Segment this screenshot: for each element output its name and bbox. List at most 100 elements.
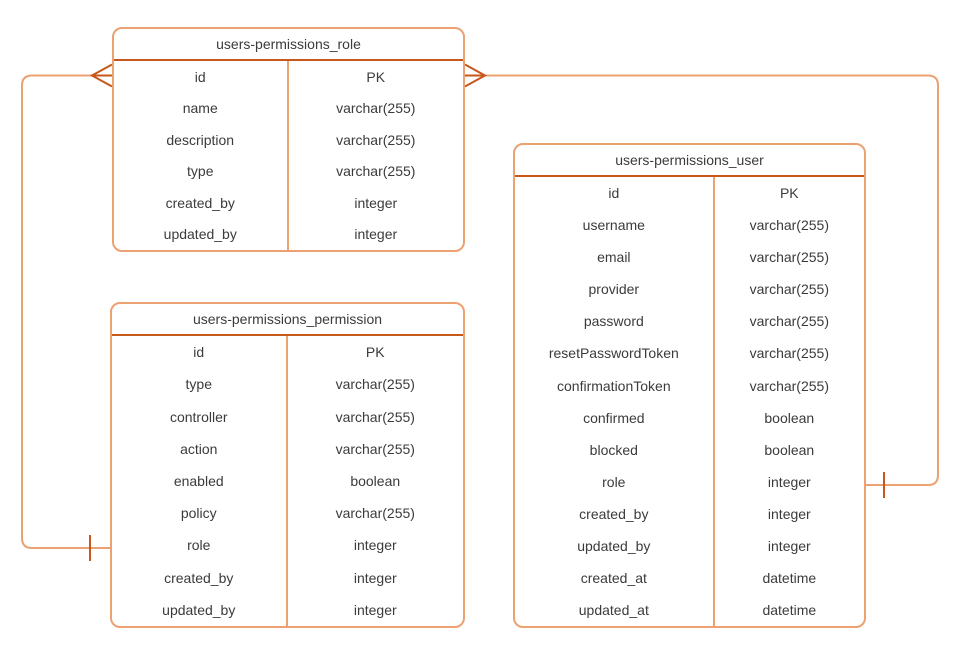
entity-field-list: id PK name varchar(255) description varc… bbox=[114, 61, 463, 250]
field-name-cell: type bbox=[112, 368, 288, 401]
field-type-cell: integer bbox=[767, 473, 811, 490]
field-type-cell: varchar(255) bbox=[335, 505, 415, 522]
field-type-cell: integer bbox=[354, 194, 398, 211]
field-type-cell: boolean bbox=[764, 409, 815, 426]
field-name-cell: type bbox=[114, 155, 289, 187]
field-row: confirmationToken varchar(255) bbox=[515, 369, 864, 402]
relationship-role-user-line[interactable] bbox=[485, 74, 939, 486]
field-name-cell: created_by bbox=[112, 561, 288, 594]
field-type-cell: varchar(255) bbox=[335, 440, 415, 457]
field-row: name varchar(255) bbox=[114, 92, 463, 124]
field-type-cell: integer bbox=[354, 226, 398, 243]
field-name-cell: action bbox=[112, 432, 288, 465]
field-name-cell: description bbox=[114, 124, 289, 156]
field-row: id PK bbox=[114, 61, 463, 93]
field-type-cell: varchar(255) bbox=[336, 100, 416, 117]
field-type-cell: boolean bbox=[764, 441, 815, 458]
relationship-role-permission-line[interactable] bbox=[21, 74, 110, 549]
field-row: provider varchar(255) bbox=[515, 273, 864, 306]
entity-users-permissions-user[interactable]: users-permissions_user id PK username va… bbox=[513, 143, 866, 628]
field-name-cell: role bbox=[515, 465, 715, 498]
field-name-cell: updated_at bbox=[515, 594, 715, 626]
field-row: action varchar(255) bbox=[112, 432, 463, 465]
field-name-cell: created_at bbox=[515, 561, 715, 595]
field-name-cell: id bbox=[112, 336, 288, 369]
entity-users-permissions-role[interactable]: users-permissions_role id PK name varcha… bbox=[112, 27, 465, 252]
entity-title: users-permissions_user bbox=[515, 145, 864, 177]
field-name-cell: id bbox=[114, 61, 289, 93]
field-name-cell: controller bbox=[112, 400, 288, 433]
field-row: username varchar(255) bbox=[515, 209, 864, 242]
field-name-cell: username bbox=[515, 209, 715, 242]
field-name-cell: id bbox=[515, 177, 715, 210]
field-row: id PK bbox=[515, 177, 864, 210]
field-row: updated_by integer bbox=[112, 593, 463, 626]
entity-title: users-permissions_role bbox=[114, 29, 463, 61]
field-type-cell: integer bbox=[353, 601, 397, 618]
field-row: role integer bbox=[112, 529, 463, 562]
field-name-cell: blocked bbox=[515, 433, 715, 466]
field-type-cell: varchar(255) bbox=[335, 376, 415, 393]
field-type-cell: varchar(255) bbox=[749, 281, 829, 298]
field-type-cell: integer bbox=[767, 505, 811, 522]
field-type-cell: varchar(255) bbox=[749, 249, 829, 266]
field-type-cell: varchar(255) bbox=[749, 313, 829, 330]
field-row: type varchar(255) bbox=[112, 368, 463, 401]
field-type-cell: PK bbox=[779, 185, 799, 202]
field-row: confirmed boolean bbox=[515, 401, 864, 434]
field-type-cell: integer bbox=[767, 537, 811, 554]
entity-users-permissions-permission[interactable]: users-permissions_permission id PK type … bbox=[110, 302, 465, 628]
field-name-cell: updated_by bbox=[515, 529, 715, 562]
field-name-cell: confirmed bbox=[515, 401, 715, 434]
field-type-cell: varchar(255) bbox=[749, 345, 829, 362]
field-name-cell: created_by bbox=[114, 187, 289, 219]
field-type-cell: integer bbox=[353, 569, 397, 586]
field-row: created_by integer bbox=[114, 187, 463, 219]
field-name-cell: provider bbox=[515, 273, 715, 306]
field-name-cell: created_by bbox=[515, 497, 715, 530]
field-type-cell: datetime bbox=[762, 602, 817, 619]
field-row: created_at datetime bbox=[515, 561, 864, 595]
field-row: created_by integer bbox=[112, 561, 463, 594]
field-row: updated_at datetime bbox=[515, 594, 864, 626]
field-type-cell: varchar(255) bbox=[335, 408, 415, 425]
field-row: policy varchar(255) bbox=[112, 497, 463, 530]
field-row: controller varchar(255) bbox=[112, 400, 463, 433]
entity-title: users-permissions_permission bbox=[112, 304, 463, 336]
field-name-cell: updated_by bbox=[112, 593, 288, 626]
field-type-cell: varchar(255) bbox=[749, 217, 829, 234]
field-type-cell: PK bbox=[366, 68, 386, 85]
field-type-cell: boolean bbox=[350, 472, 401, 489]
field-row: role integer bbox=[515, 465, 864, 498]
field-row: updated_by integer bbox=[515, 529, 864, 562]
field-type-cell: datetime bbox=[762, 569, 817, 586]
field-type-cell: varchar(255) bbox=[336, 131, 416, 148]
crow-foot-many-icon bbox=[464, 63, 488, 88]
field-row: type varchar(255) bbox=[114, 155, 463, 187]
field-name-cell: resetPasswordToken bbox=[515, 337, 715, 370]
field-row: description varchar(255) bbox=[114, 124, 463, 156]
field-row: enabled boolean bbox=[112, 464, 463, 498]
field-name-cell: password bbox=[515, 305, 715, 338]
field-name-cell: confirmationToken bbox=[515, 369, 715, 402]
field-row: email varchar(255) bbox=[515, 241, 864, 274]
field-name-cell: policy bbox=[112, 497, 288, 530]
field-type-cell: varchar(255) bbox=[336, 163, 416, 180]
entity-field-list: id PK type varchar(255) controller varch… bbox=[112, 336, 463, 626]
field-row: password varchar(255) bbox=[515, 305, 864, 338]
field-name-cell: role bbox=[112, 529, 288, 562]
field-row: updated_by integer bbox=[114, 218, 463, 250]
field-row: resetPasswordToken varchar(255) bbox=[515, 337, 864, 370]
field-type-cell: PK bbox=[365, 344, 385, 361]
field-type-cell: integer bbox=[353, 537, 397, 554]
field-name-cell: enabled bbox=[112, 464, 288, 498]
field-type-cell: varchar(255) bbox=[749, 377, 829, 394]
field-row: created_by integer bbox=[515, 497, 864, 530]
field-name-cell: email bbox=[515, 241, 715, 274]
field-name-cell: updated_by bbox=[114, 218, 289, 250]
field-row: id PK bbox=[112, 336, 463, 369]
crow-foot-many-icon bbox=[89, 63, 113, 88]
field-name-cell: name bbox=[114, 92, 289, 124]
